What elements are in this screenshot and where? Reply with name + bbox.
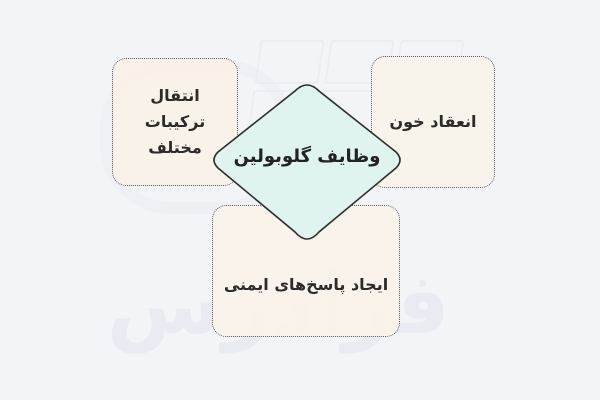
center-node-label: وظایف گلوبولین [233,146,381,167]
node-coagulation: انعقاد خون [371,56,495,188]
node-immune-response-label: ایجاد پاسخ‌های ایمنی [223,275,389,294]
center-diamond-shape [213,84,401,240]
center-node: وظایف گلوبولین [207,82,407,242]
node-coagulation-label: انعقاد خون [389,112,477,131]
node-transport-label: انتقال ترکیبات مختلف [144,86,206,157]
